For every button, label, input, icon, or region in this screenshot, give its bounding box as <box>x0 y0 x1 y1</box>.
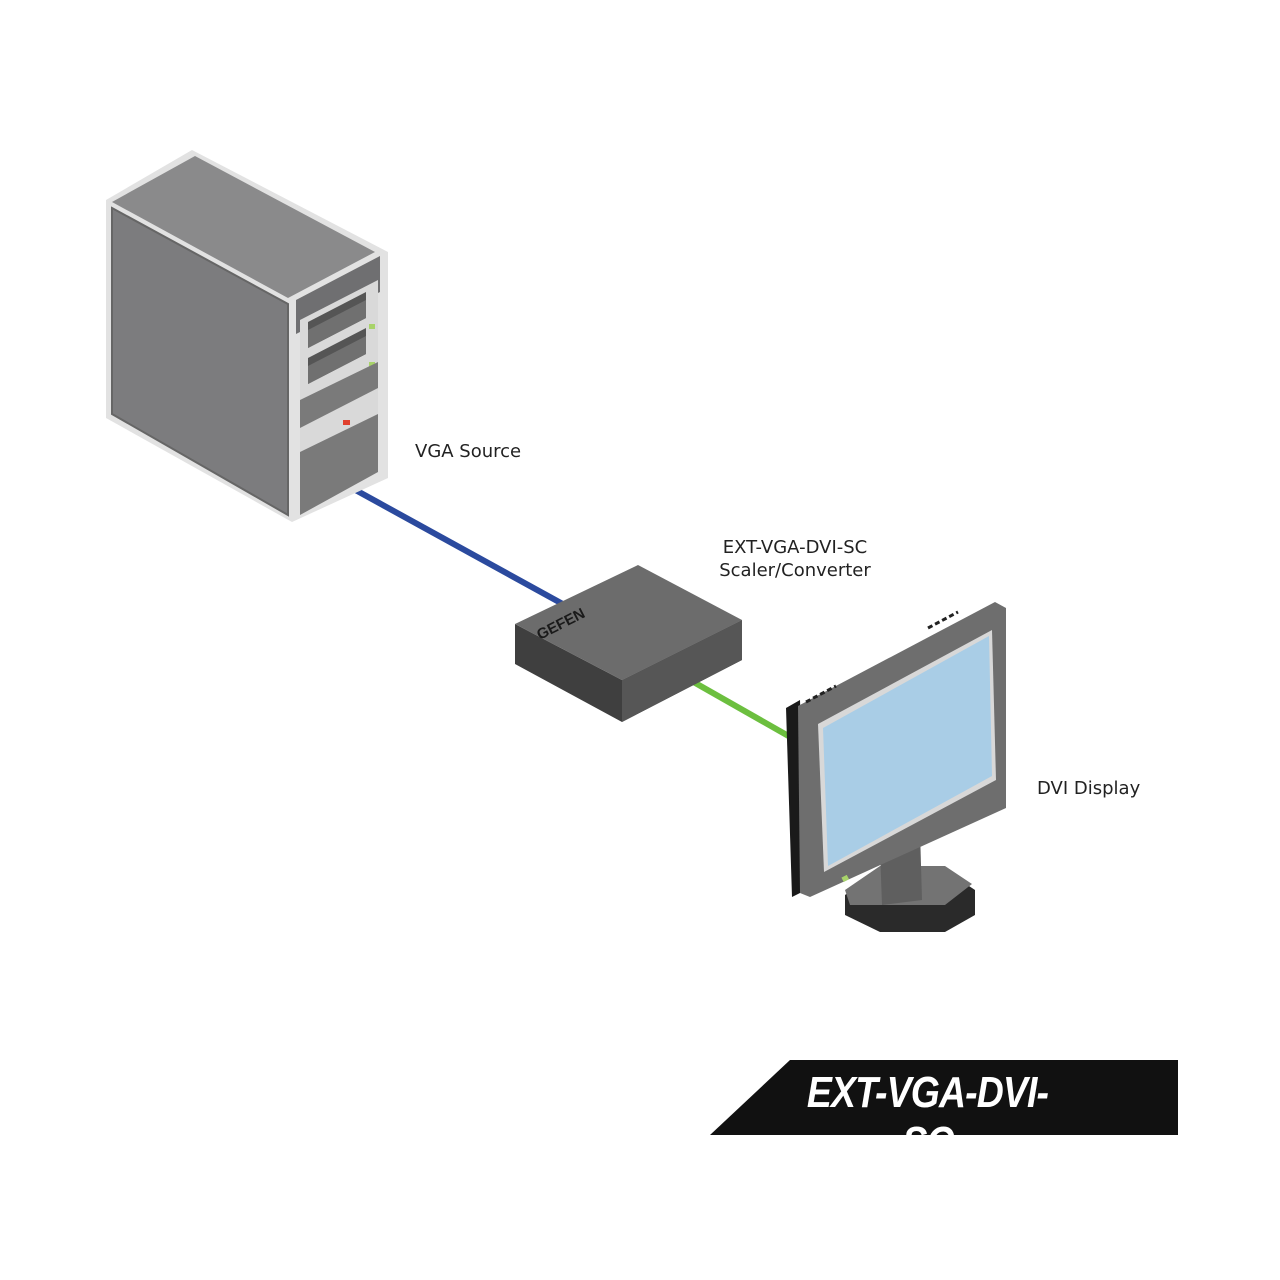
banner-title: EXT-VGA-DVI-SC <box>806 1068 1049 1167</box>
converter-box: GEFEN <box>515 565 742 722</box>
converter-type-label: Scaler/Converter <box>719 560 871 581</box>
dvi-monitor <box>786 602 1006 932</box>
vga-cable <box>348 484 572 611</box>
dvi-display-label: DVI Display <box>1037 778 1141 799</box>
pc-tower <box>106 150 388 522</box>
converter-model-label: EXT-VGA-DVI-SC <box>722 537 868 558</box>
model-banner <box>710 1060 1178 1135</box>
dvi-cable <box>688 677 794 741</box>
vga-source-label: VGA Source <box>415 441 522 462</box>
